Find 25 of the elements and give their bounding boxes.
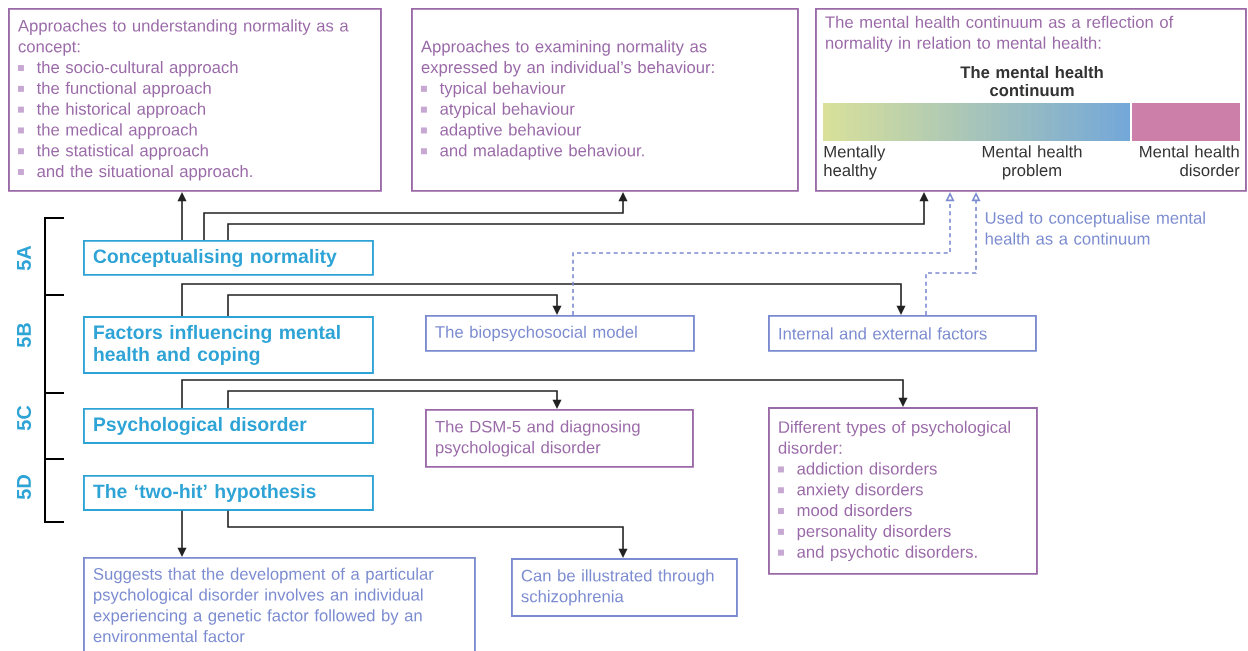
list-box: Approaches to understanding normality as a concept: the socio-cultural approach the functional approach the historical approach the medical approach the statistical approach and the situational approach. [8,8,382,192]
scale-label: Mental health problem [982,145,1082,180]
arrow [181,379,908,409]
text-box: The biopsychosocial model [425,315,695,352]
arrow [181,283,906,317]
topic-box: Conceptualising normality [83,240,374,276]
text-box: Can be illustrated through schizophrenia [511,558,738,617]
scale-label: Mentally healthy [824,145,886,180]
section-label: 5C [16,405,32,431]
topic-box: Factors influencing mental health and coping [83,316,374,374]
list-box: Different types of psychological disorder: addiction disorders anxiety disorders mood disorders personality disorders and psychotic disorders. [768,407,1038,575]
text-box: The DSM-5 and diagnosing psychological disorder [425,409,694,468]
text-box: Suggests that the development of a particular psychological disorder involves an individual experiencing a genetic factor followed by an environmental factor [83,557,476,651]
scale-label: Mental health disorder [1140,145,1240,177]
section-label: 5D [17,475,31,500]
arrow [227,390,562,409]
text-box: Internal and external factors [768,315,1037,352]
list-box: Approaches to examining normality as expressed by an individual’s behaviour: typical behaviour atypical behaviour adaptive behaviour and maladaptive behaviour. [411,8,799,192]
section-label: 5A [17,245,31,271]
continuum-title: The mental health continuum [960,65,1103,97]
topic-box: Psychological disorder [83,408,374,444]
arrow [227,294,562,317]
section-label: 5B [17,323,31,348]
edge-label: Used to conceptualise mental health as a continuum [985,211,1205,245]
topic-box: The ‘two-hit’ hypothesis [83,475,374,511]
